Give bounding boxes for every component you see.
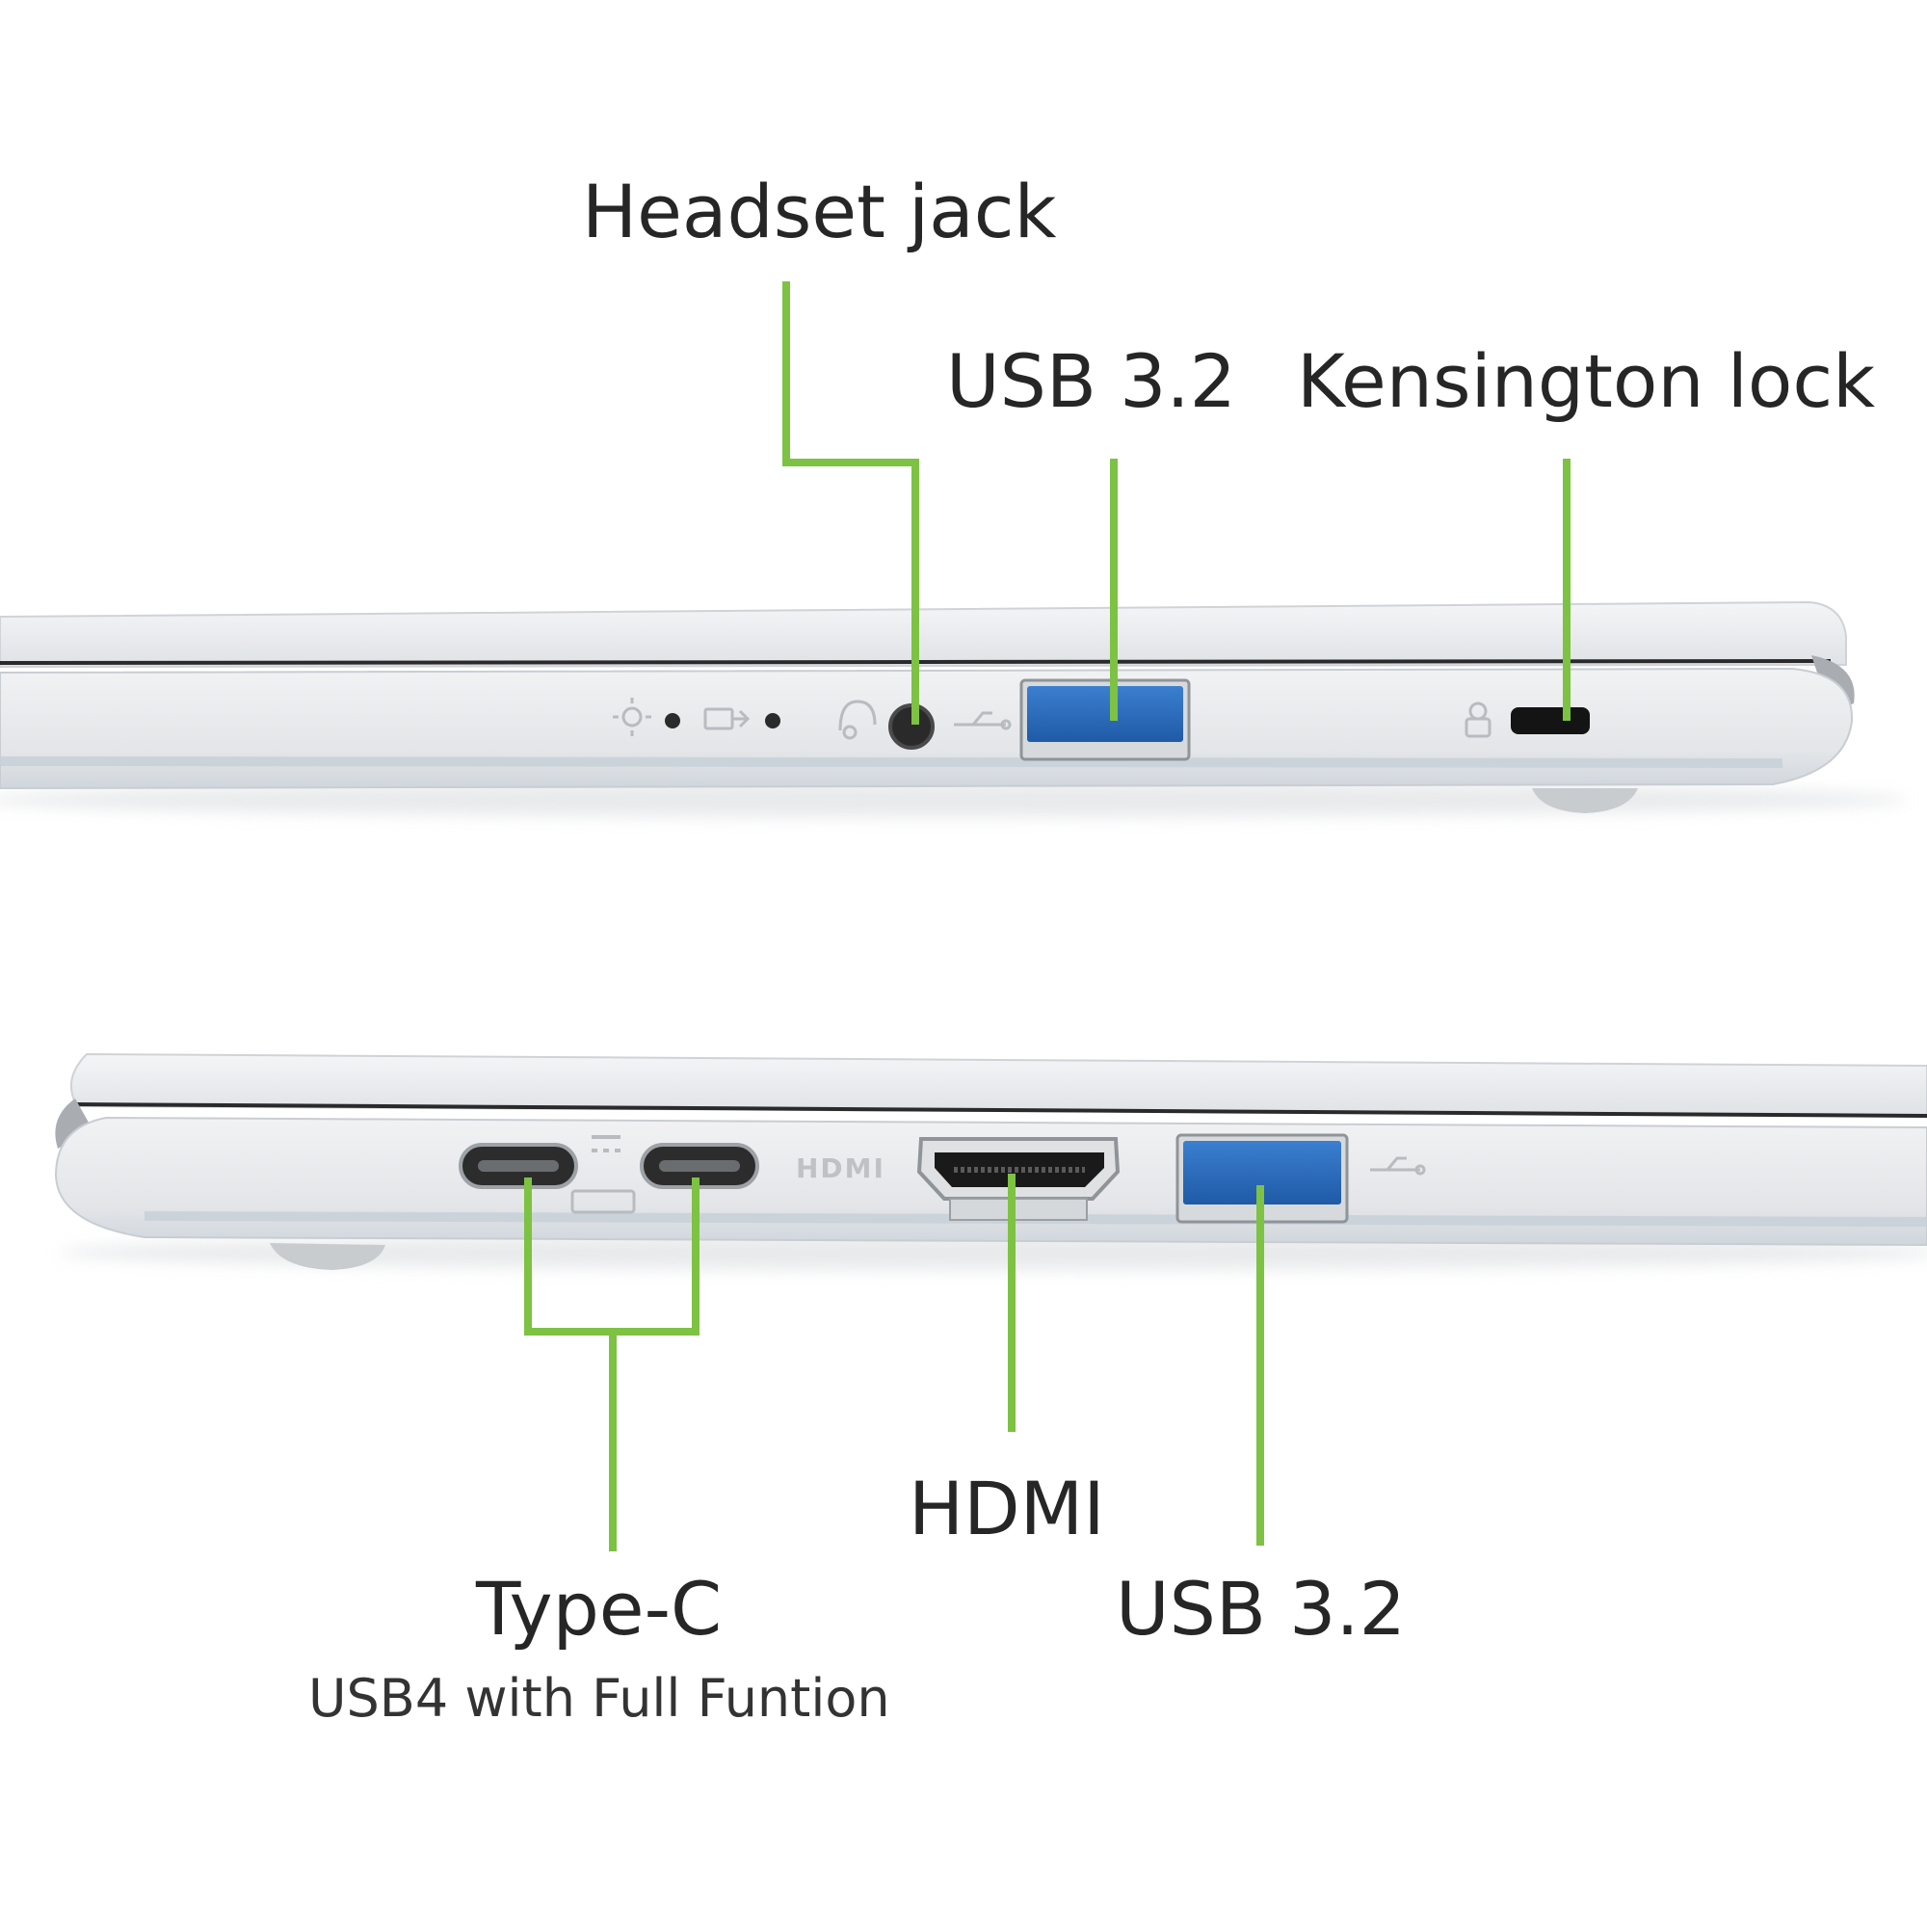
hdmi-port-recess	[949, 1198, 1088, 1221]
kensington-lock-slot	[1511, 707, 1590, 734]
type-c-subtitle: USB4 with Full Funtion	[308, 1668, 890, 1729]
type-c-label: Type-C	[476, 1566, 723, 1652]
hdmi-port	[935, 1152, 1104, 1187]
usb-bottom-label: USB 3.2	[1116, 1566, 1407, 1652]
hdmi-logo-marking: HDMI	[796, 1152, 885, 1184]
usb-top-label: USB 3.2	[946, 338, 1237, 424]
power-led	[665, 713, 680, 728]
headset-icon	[838, 700, 877, 740]
shadow	[0, 782, 1908, 817]
usb-port-bottom	[1183, 1141, 1341, 1204]
usb-symbol-icon	[1370, 1156, 1426, 1176]
lid-seam	[72, 1102, 1927, 1118]
kensington-lock-label: Kensington lock	[1297, 338, 1876, 424]
battery-led	[765, 713, 780, 728]
power-indicator-icon	[613, 698, 651, 736]
laptop-right-side-view	[0, 600, 1908, 817]
base-bottom-strip	[0, 756, 1783, 768]
type-c-port-2-tongue	[659, 1160, 740, 1172]
rubber-foot	[270, 1243, 385, 1270]
lock-icon	[1465, 701, 1491, 738]
headset-jack-label: Headset jack	[582, 169, 1057, 254]
headset-jack-callout-line	[782, 281, 919, 725]
hdmi-label: HDMI	[909, 1466, 1105, 1551]
battery-indicator-icon	[703, 707, 751, 730]
rubber-foot	[1532, 788, 1638, 813]
callout-lines	[524, 281, 1571, 1551]
laptop-left-side-view: HDMI	[54, 1052, 1927, 1270]
usb-port-top	[1027, 686, 1183, 742]
display-port-icon	[570, 1189, 636, 1214]
usb-symbol-icon	[954, 711, 1012, 730]
hinge	[55, 1098, 92, 1149]
type-c-port-1-tongue	[478, 1160, 559, 1172]
thunderbolt-dots-icon	[592, 1135, 620, 1152]
lid-edge	[0, 600, 1847, 669]
